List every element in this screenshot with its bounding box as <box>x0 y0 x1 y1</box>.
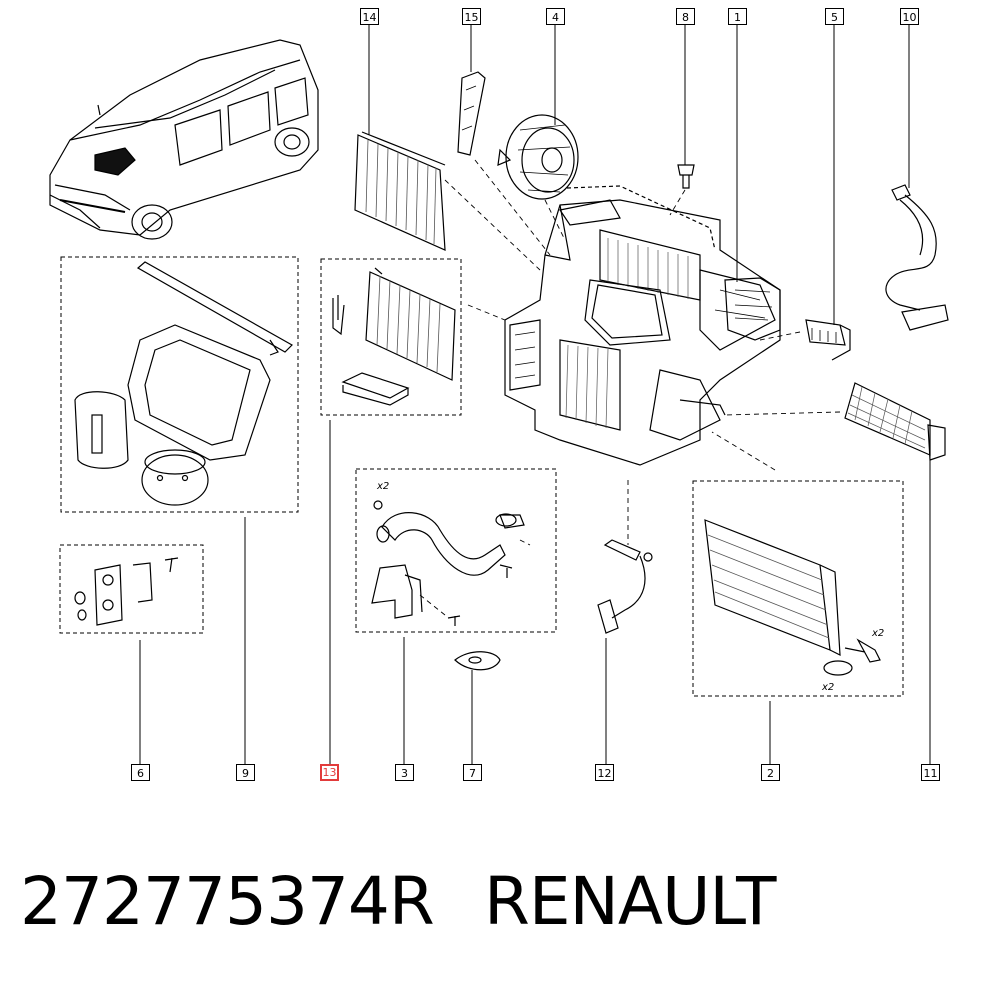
part-4-blower-motor <box>497 114 579 200</box>
quantity-label: x2 <box>872 628 885 639</box>
callout-5: 5 <box>825 8 844 25</box>
part-9-seal-kit <box>74 261 293 506</box>
part-10-wiring-harness <box>885 184 949 331</box>
callout-13: 13 <box>320 764 339 781</box>
part-11-electric-heater <box>844 382 946 461</box>
part-8-screw <box>677 164 695 189</box>
callout-14: 14 <box>360 8 379 25</box>
callout-8: 8 <box>676 8 695 25</box>
brand-name: RENAULT <box>484 863 776 940</box>
part-12-temperature-sensor <box>597 539 653 634</box>
callout-1: 1 <box>728 8 747 25</box>
part-number: 272775374R <box>20 863 435 940</box>
part-7-clip <box>454 651 501 671</box>
vehicle-illustration <box>49 39 319 240</box>
callout-11: 11 <box>921 764 940 781</box>
callout-2: 2 <box>761 764 780 781</box>
part-6-expansion-valve <box>74 557 179 626</box>
callout-9: 9 <box>236 764 255 781</box>
leader-lines <box>139 24 931 764</box>
quantity-label: x2 <box>822 682 835 693</box>
quantity-label: x2 <box>377 481 390 492</box>
callout-4: 4 <box>546 8 565 25</box>
callout-15: 15 <box>462 8 481 25</box>
hvac-housing-assembly <box>504 199 781 466</box>
callout-6: 6 <box>131 764 150 781</box>
part-5-resistor <box>805 319 851 361</box>
assembly-arrows <box>419 159 841 616</box>
callout-10: 10 <box>900 8 919 25</box>
group-boxes <box>59 256 904 697</box>
part-3-duct-kit <box>371 500 525 626</box>
callout-12: 12 <box>595 764 614 781</box>
part-14-pollen-filter <box>354 131 446 251</box>
callout-3: 3 <box>395 764 414 781</box>
part-1-actuator <box>724 277 781 341</box>
callout-7: 7 <box>463 764 482 781</box>
part-15-flap <box>457 71 486 156</box>
housing-top-bracket <box>566 185 716 251</box>
part-2-heater-matrix <box>704 519 881 676</box>
part-13-filter-kit <box>332 267 456 406</box>
